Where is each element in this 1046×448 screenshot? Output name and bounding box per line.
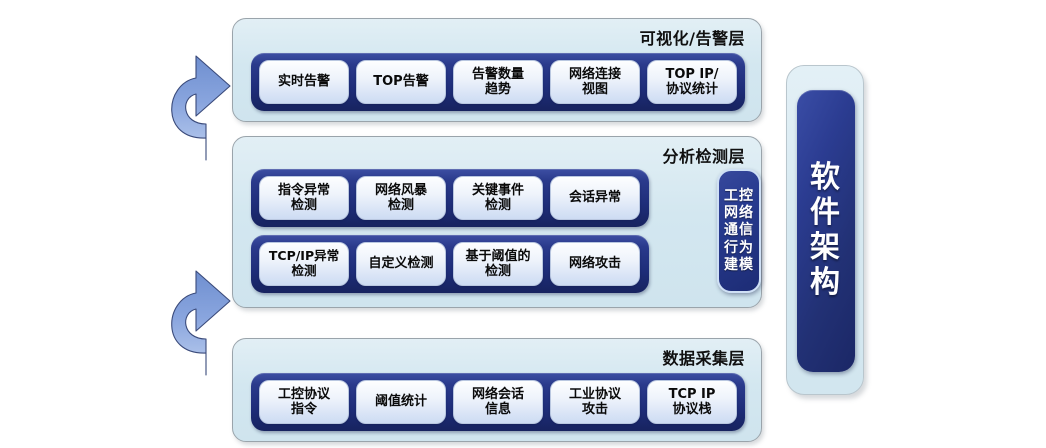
layer-panel-visualization: 可视化/告警层 实时告警 TOP告警 告警数量 趋势 网络连接 视图 TOP I… <box>232 18 762 122</box>
item-chip[interactable]: 工控协议 指令 <box>259 380 349 424</box>
layer-band-analysis-row-2: TCP/IP异常 检测 自定义检测 基于阈值的 检测 网络攻击 <box>251 235 649 293</box>
item-chip[interactable]: 网络连接 视图 <box>550 60 640 104</box>
software-architecture-panel: 软 件 架 构 <box>786 65 864 395</box>
item-chip[interactable]: 告警数量 趋势 <box>453 60 543 104</box>
item-chip[interactable]: TOP IP/ 协议统计 <box>647 60 737 104</box>
item-chip[interactable]: 网络会话 信息 <box>453 380 543 424</box>
item-chip[interactable]: 关键事件 检测 <box>453 176 543 220</box>
layer-band-analysis-row-1: 指令异常 检测 网络风暴 检测 关键事件 检测 会话异常 <box>251 169 649 227</box>
curved-arrow-down-icon <box>171 270 231 376</box>
model-box-industrial-network-behavior[interactable]: 工控 网络 通信 行为 建模 <box>717 169 761 293</box>
layer-band-collection: 工控协议 指令 阈值统计 网络会话 信息 工业协议 攻击 TCP IP 协议栈 <box>251 373 745 431</box>
item-chip[interactable]: 网络风暴 检测 <box>356 176 446 220</box>
software-architecture-label: 软 件 架 构 <box>810 160 842 300</box>
item-chip[interactable]: 基于阈值的 检测 <box>453 242 543 286</box>
item-chip[interactable]: 指令异常 检测 <box>259 176 349 220</box>
item-chip[interactable]: 实时告警 <box>259 60 349 104</box>
layer-title-collection: 数据采集层 <box>662 349 745 368</box>
item-chip[interactable]: 阈值统计 <box>356 380 446 424</box>
layer-title-visualization: 可视化/告警层 <box>639 29 745 48</box>
layer-band-visualization: 实时告警 TOP告警 告警数量 趋势 网络连接 视图 TOP IP/ 协议统计 <box>251 53 745 111</box>
item-chip[interactable]: TCP/IP异常 检测 <box>259 242 349 286</box>
item-chip[interactable]: 会话异常 <box>550 176 640 220</box>
item-chip[interactable]: 自定义检测 <box>356 242 446 286</box>
item-chip[interactable]: 工业协议 攻击 <box>550 380 640 424</box>
item-chip[interactable]: TOP告警 <box>356 60 446 104</box>
item-chip[interactable]: TCP IP 协议栈 <box>647 380 737 424</box>
layer-title-analysis: 分析检测层 <box>662 147 745 166</box>
layer-panel-collection: 数据采集层 工控协议 指令 阈值统计 网络会话 信息 工业协议 攻击 TCP I… <box>232 338 762 442</box>
layer-panel-analysis: 分析检测层 指令异常 检测 网络风暴 检测 关键事件 检测 会话异常 TCP/I… <box>232 136 762 308</box>
item-chip[interactable]: 网络攻击 <box>550 242 640 286</box>
software-architecture-inner[interactable]: 软 件 架 构 <box>797 90 855 372</box>
curved-arrow-up-icon <box>171 55 231 161</box>
